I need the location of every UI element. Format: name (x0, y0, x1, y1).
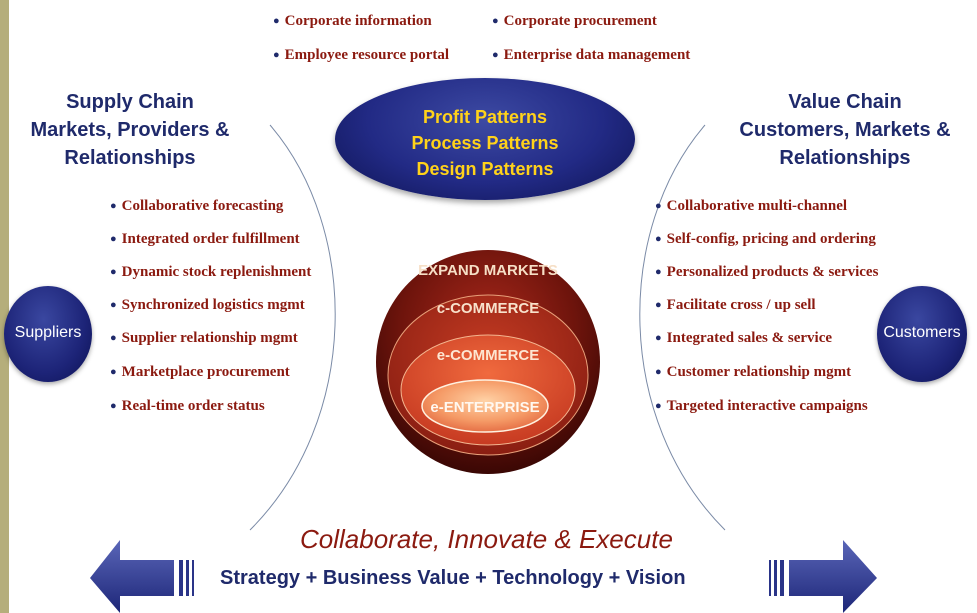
bullet-dot-icon: ● (110, 366, 117, 378)
customers-node: Customers (877, 286, 967, 382)
suppliers-label: Suppliers (14, 324, 82, 341)
right-curve-line (639, 124, 726, 531)
bullet-text: Personalized products & services (666, 264, 879, 280)
pattern-label: Design Patterns (416, 159, 554, 179)
bullet-dot-icon: ● (110, 332, 117, 344)
bullet-text: Collaborative forecasting (121, 198, 284, 214)
heading-line: Supply Chain (66, 91, 194, 113)
supply-bullet: ● Marketplace procurement (110, 364, 290, 381)
pattern-label: Process Patterns (411, 133, 559, 153)
layer-label-expand-markets: EXPAND MARKETS (418, 262, 558, 279)
bullet-text: Integrated order fulfillment (121, 231, 300, 247)
value-bullet: ● Customer relationship mgmt (655, 364, 851, 381)
bullet-text: Real-time order status (121, 398, 265, 414)
suppliers-node: Suppliers (4, 286, 92, 382)
bullet-text: Facilitate cross / up sell (666, 297, 816, 313)
supply-bullet: ● Collaborative forecasting (110, 198, 283, 215)
bullet-dot-icon: ● (655, 233, 662, 245)
bullet-text: Integrated sales & service (666, 330, 833, 346)
bullet-dot-icon: ● (655, 200, 662, 212)
supply-bullet: ● Supplier relationship mgmt (110, 330, 298, 347)
heading-line: Customers, Markets & (739, 119, 951, 141)
bullet-dot-icon: ● (492, 15, 499, 27)
footer-subtitle: Strategy + Business Value + Technology +… (220, 567, 686, 589)
bullet-text: Synchronized logistics mgmt (121, 297, 305, 313)
layer-label-e-commerce: e-COMMERCE (437, 347, 540, 364)
value-bullet: ● Collaborative multi-channel (655, 198, 847, 215)
value-chain-heading: Value Chain Customers, Markets & Relatio… (720, 88, 970, 172)
bullet-text: Self-config, pricing and ordering (666, 231, 876, 247)
value-bullet: ● Facilitate cross / up sell (655, 297, 816, 314)
bullet-dot-icon: ● (110, 233, 117, 245)
heading-line: Relationships (64, 147, 196, 169)
supply-chain-heading: Supply Chain Markets, Providers & Relati… (10, 88, 250, 172)
pattern-label: Profit Patterns (422, 107, 548, 127)
bullet-dot-icon: ● (110, 266, 117, 278)
bullet-text: Employee resource portal (284, 47, 450, 63)
left-curve-line (249, 124, 336, 531)
bullet-text: Collaborative multi-channel (666, 198, 848, 214)
bullet-text: Supplier relationship mgmt (121, 330, 298, 346)
footer-title: Collaborate, Innovate & Execute (300, 524, 673, 554)
left-arrow-icon (90, 540, 194, 613)
bullet-dot-icon: ● (655, 366, 662, 378)
heading-line: Markets, Providers & (30, 119, 230, 141)
enterprise-layers-diagram: EXPAND MARKETS c-COMMERCE e-COMMERCE e-E… (376, 250, 600, 474)
bullet-dot-icon: ● (655, 400, 662, 412)
left-frame-strip (0, 0, 9, 613)
bullet-dot-icon: ● (110, 400, 117, 412)
bullet-dot-icon: ● (655, 299, 662, 311)
value-bullet: ● Targeted interactive campaigns (655, 398, 868, 415)
layer-label-e-enterprise: e-ENTERPRISE (430, 399, 539, 416)
e-enterprise-layer (421, 379, 549, 433)
bullet-text: Dynamic stock replenishment (121, 264, 312, 280)
bullet-dot-icon: ● (273, 49, 280, 61)
customers-label: Customers (883, 324, 961, 341)
heading-line: Relationships (779, 147, 911, 169)
layer-label-c-commerce: c-COMMERCE (437, 300, 540, 317)
heading-line: Value Chain (788, 91, 902, 113)
supply-bullet: ● Real-time order status (110, 398, 265, 415)
bullet-text: Enterprise data management (503, 47, 691, 63)
supply-bullet: ● Synchronized logistics mgmt (110, 297, 305, 314)
value-bullet: ● Integrated sales & service (655, 330, 832, 347)
bullet-text: Corporate procurement (503, 13, 657, 29)
bullet-dot-icon: ● (655, 266, 662, 278)
bullet-text: Customer relationship mgmt (666, 364, 852, 380)
patterns-oval: Profit Patterns Process Patterns Design … (335, 78, 635, 200)
top-bullet-employee-portal: ● Employee resource portal (273, 47, 449, 64)
bullet-text: Marketplace procurement (121, 364, 290, 380)
bullet-dot-icon: ● (273, 15, 280, 27)
bullet-dot-icon: ● (110, 299, 117, 311)
right-arrow-icon (769, 540, 877, 613)
bullet-dot-icon: ● (492, 49, 499, 61)
value-bullet: ● Self-config, pricing and ordering (655, 231, 876, 248)
bullet-text: Targeted interactive campaigns (666, 398, 868, 414)
bullet-dot-icon: ● (110, 200, 117, 212)
bullet-dot-icon: ● (655, 332, 662, 344)
bullet-text: Corporate information (284, 13, 432, 29)
top-bullet-corporate-procurement: ● Corporate procurement (492, 13, 657, 30)
supply-bullet: ● Dynamic stock replenishment (110, 264, 311, 281)
value-bullet: ● Personalized products & services (655, 264, 878, 281)
top-bullet-enterprise-data: ● Enterprise data management (492, 47, 690, 64)
top-bullet-corporate-information: ● Corporate information (273, 13, 432, 30)
supply-bullet: ● Integrated order fulfillment (110, 231, 300, 248)
